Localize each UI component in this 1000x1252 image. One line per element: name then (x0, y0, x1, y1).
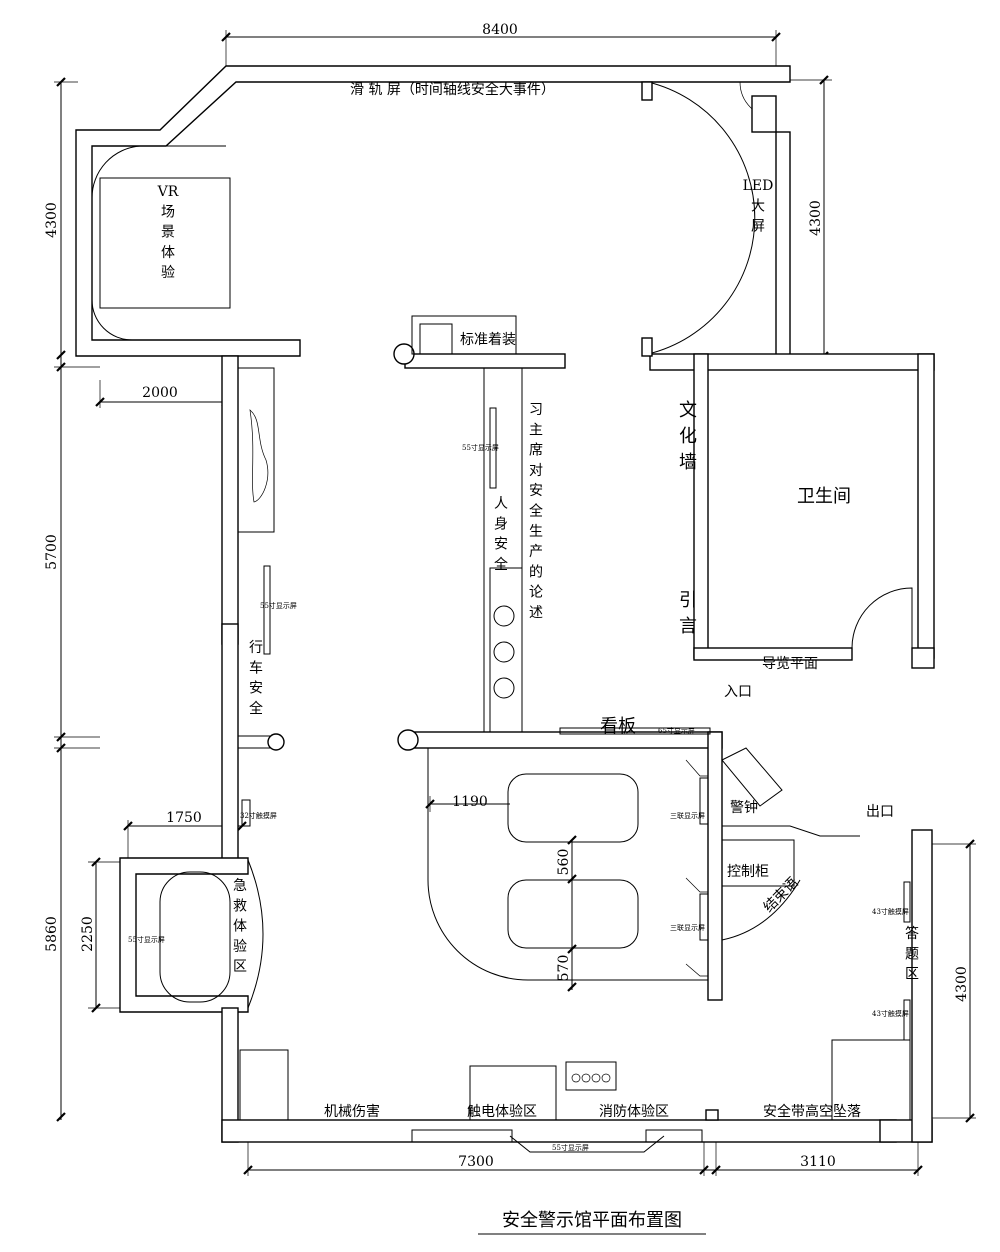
dim-top-width: 8400 (482, 22, 518, 38)
dim-left-top: 4300 (44, 202, 60, 238)
label-standard-dress: 标准着装 (460, 332, 516, 348)
label-first-aid: 急救体验区 (233, 878, 247, 975)
label-intro: 引言 (679, 590, 697, 637)
dim-bottom-right: 3110 (800, 1154, 836, 1170)
screen-55-aid: 55寸显示屏 (128, 935, 165, 944)
dim-right-bottom: 4300 (954, 966, 970, 1002)
dim-bottom-left: 7300 (458, 1154, 494, 1170)
screen-43-top: 43寸触摸屏 (872, 907, 909, 916)
label-driving-safety: 行车安全 (249, 640, 263, 717)
dim-1750: 1750 (166, 810, 202, 826)
dim-left-mid: 5700 (44, 534, 60, 570)
dim-2000: 2000 (142, 385, 178, 401)
screen-55-left: 55寸显示屏 (260, 601, 297, 610)
label-ending: 结束语 (761, 875, 802, 916)
label-restroom: 卫生间 (797, 486, 851, 507)
dim-right-top: 4300 (808, 200, 824, 236)
label-guide-plan: 导览平面 (762, 656, 818, 672)
screen-43-bottom: 43寸触摸屏 (872, 1009, 909, 1018)
fixtures (91, 81, 913, 1153)
label-shock: 触电体验区 (467, 1104, 537, 1120)
caption: 安全警示馆平面布置图 (502, 1210, 682, 1231)
dimension-lines (54, 30, 976, 1176)
label-fire: 消防体验区 (599, 1104, 669, 1120)
label-control-cabinet: 控制柜 (727, 864, 769, 880)
dim-570: 570 (556, 955, 572, 982)
label-answer-zone: 答题区 (905, 925, 919, 983)
label-personal-safety: 人身安全 (494, 496, 508, 573)
label-mech-injury: 机械伤害 (324, 1104, 380, 1120)
label-culture-wall: 文化墙 (679, 400, 697, 473)
dim-left-bottom: 5860 (44, 916, 60, 952)
screen-55-bottom: 55寸显示屏 (552, 1143, 589, 1152)
label-board: 看板 (600, 716, 636, 737)
screen-32: 32寸触摸屏 (240, 811, 277, 820)
dim-1190: 1190 (452, 794, 488, 810)
label-slide-screen: 滑 轨 屏（时间轴线安全大事件） (350, 81, 555, 98)
label-height-fall: 安全带高空坠落 (763, 1103, 861, 1120)
dimension-texts: 8400 4300 4300 5700 5860 2250 2000 1750 … (44, 22, 970, 1170)
label-entrance: 入口 (724, 684, 752, 700)
label-alarm-bell: 警钟 (730, 799, 758, 816)
screen-triple-top: 三联显示屏 (670, 811, 705, 820)
screen-65: 65寸显示屏 (658, 726, 695, 735)
label-exit: 出口 (866, 804, 894, 820)
walls (75, 65, 935, 1143)
dim-560: 560 (556, 849, 572, 876)
screen-triple-bottom: 三联显示屏 (670, 923, 705, 932)
dim-2250: 2250 (80, 916, 96, 952)
label-xi-quote: 习主席对安全生产的论述 (529, 402, 543, 621)
screen-labels: 55寸显示屏 55寸显示屏 32寸触摸屏 55寸显示屏 65寸显示屏 三联显示屏… (128, 443, 909, 1152)
screen-55-center: 55寸显示屏 (462, 443, 499, 452)
